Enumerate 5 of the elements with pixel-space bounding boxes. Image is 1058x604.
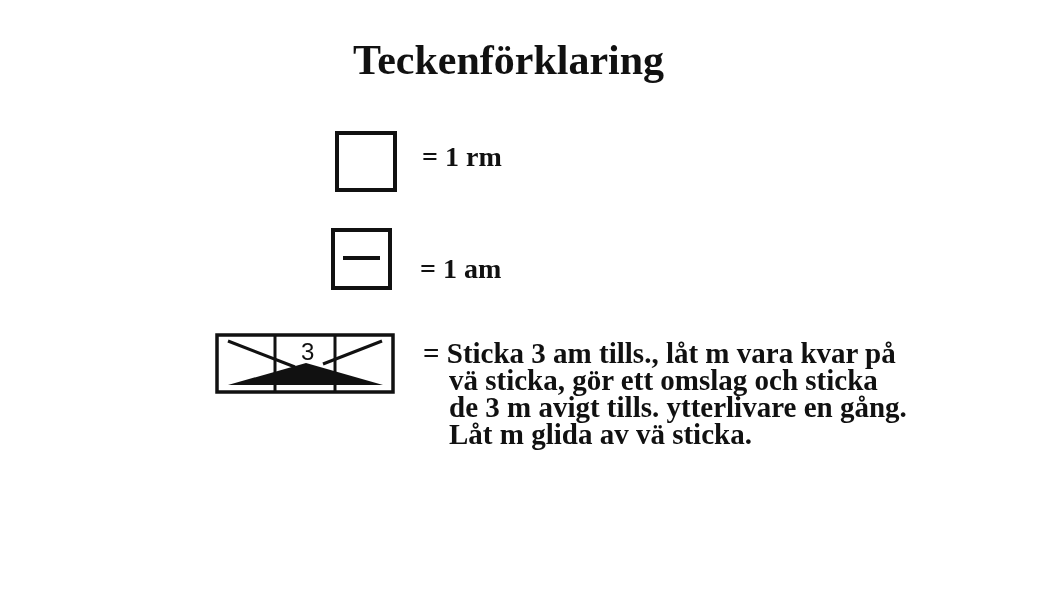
legend-text: = 1 am bbox=[420, 254, 502, 284]
legend-text: = 1 rm bbox=[422, 142, 502, 172]
legend-title: Teckenförklaring bbox=[353, 36, 665, 84]
legend-text: = Sticka 3 am tills., låt m vara kvar på vä sticka, gör ett omslag och sticka de 3 m avigt tills. ytterlivare en gång. Låt m glida av vä sticka. bbox=[423, 340, 907, 448]
stitch-count: 3 bbox=[301, 340, 315, 364]
